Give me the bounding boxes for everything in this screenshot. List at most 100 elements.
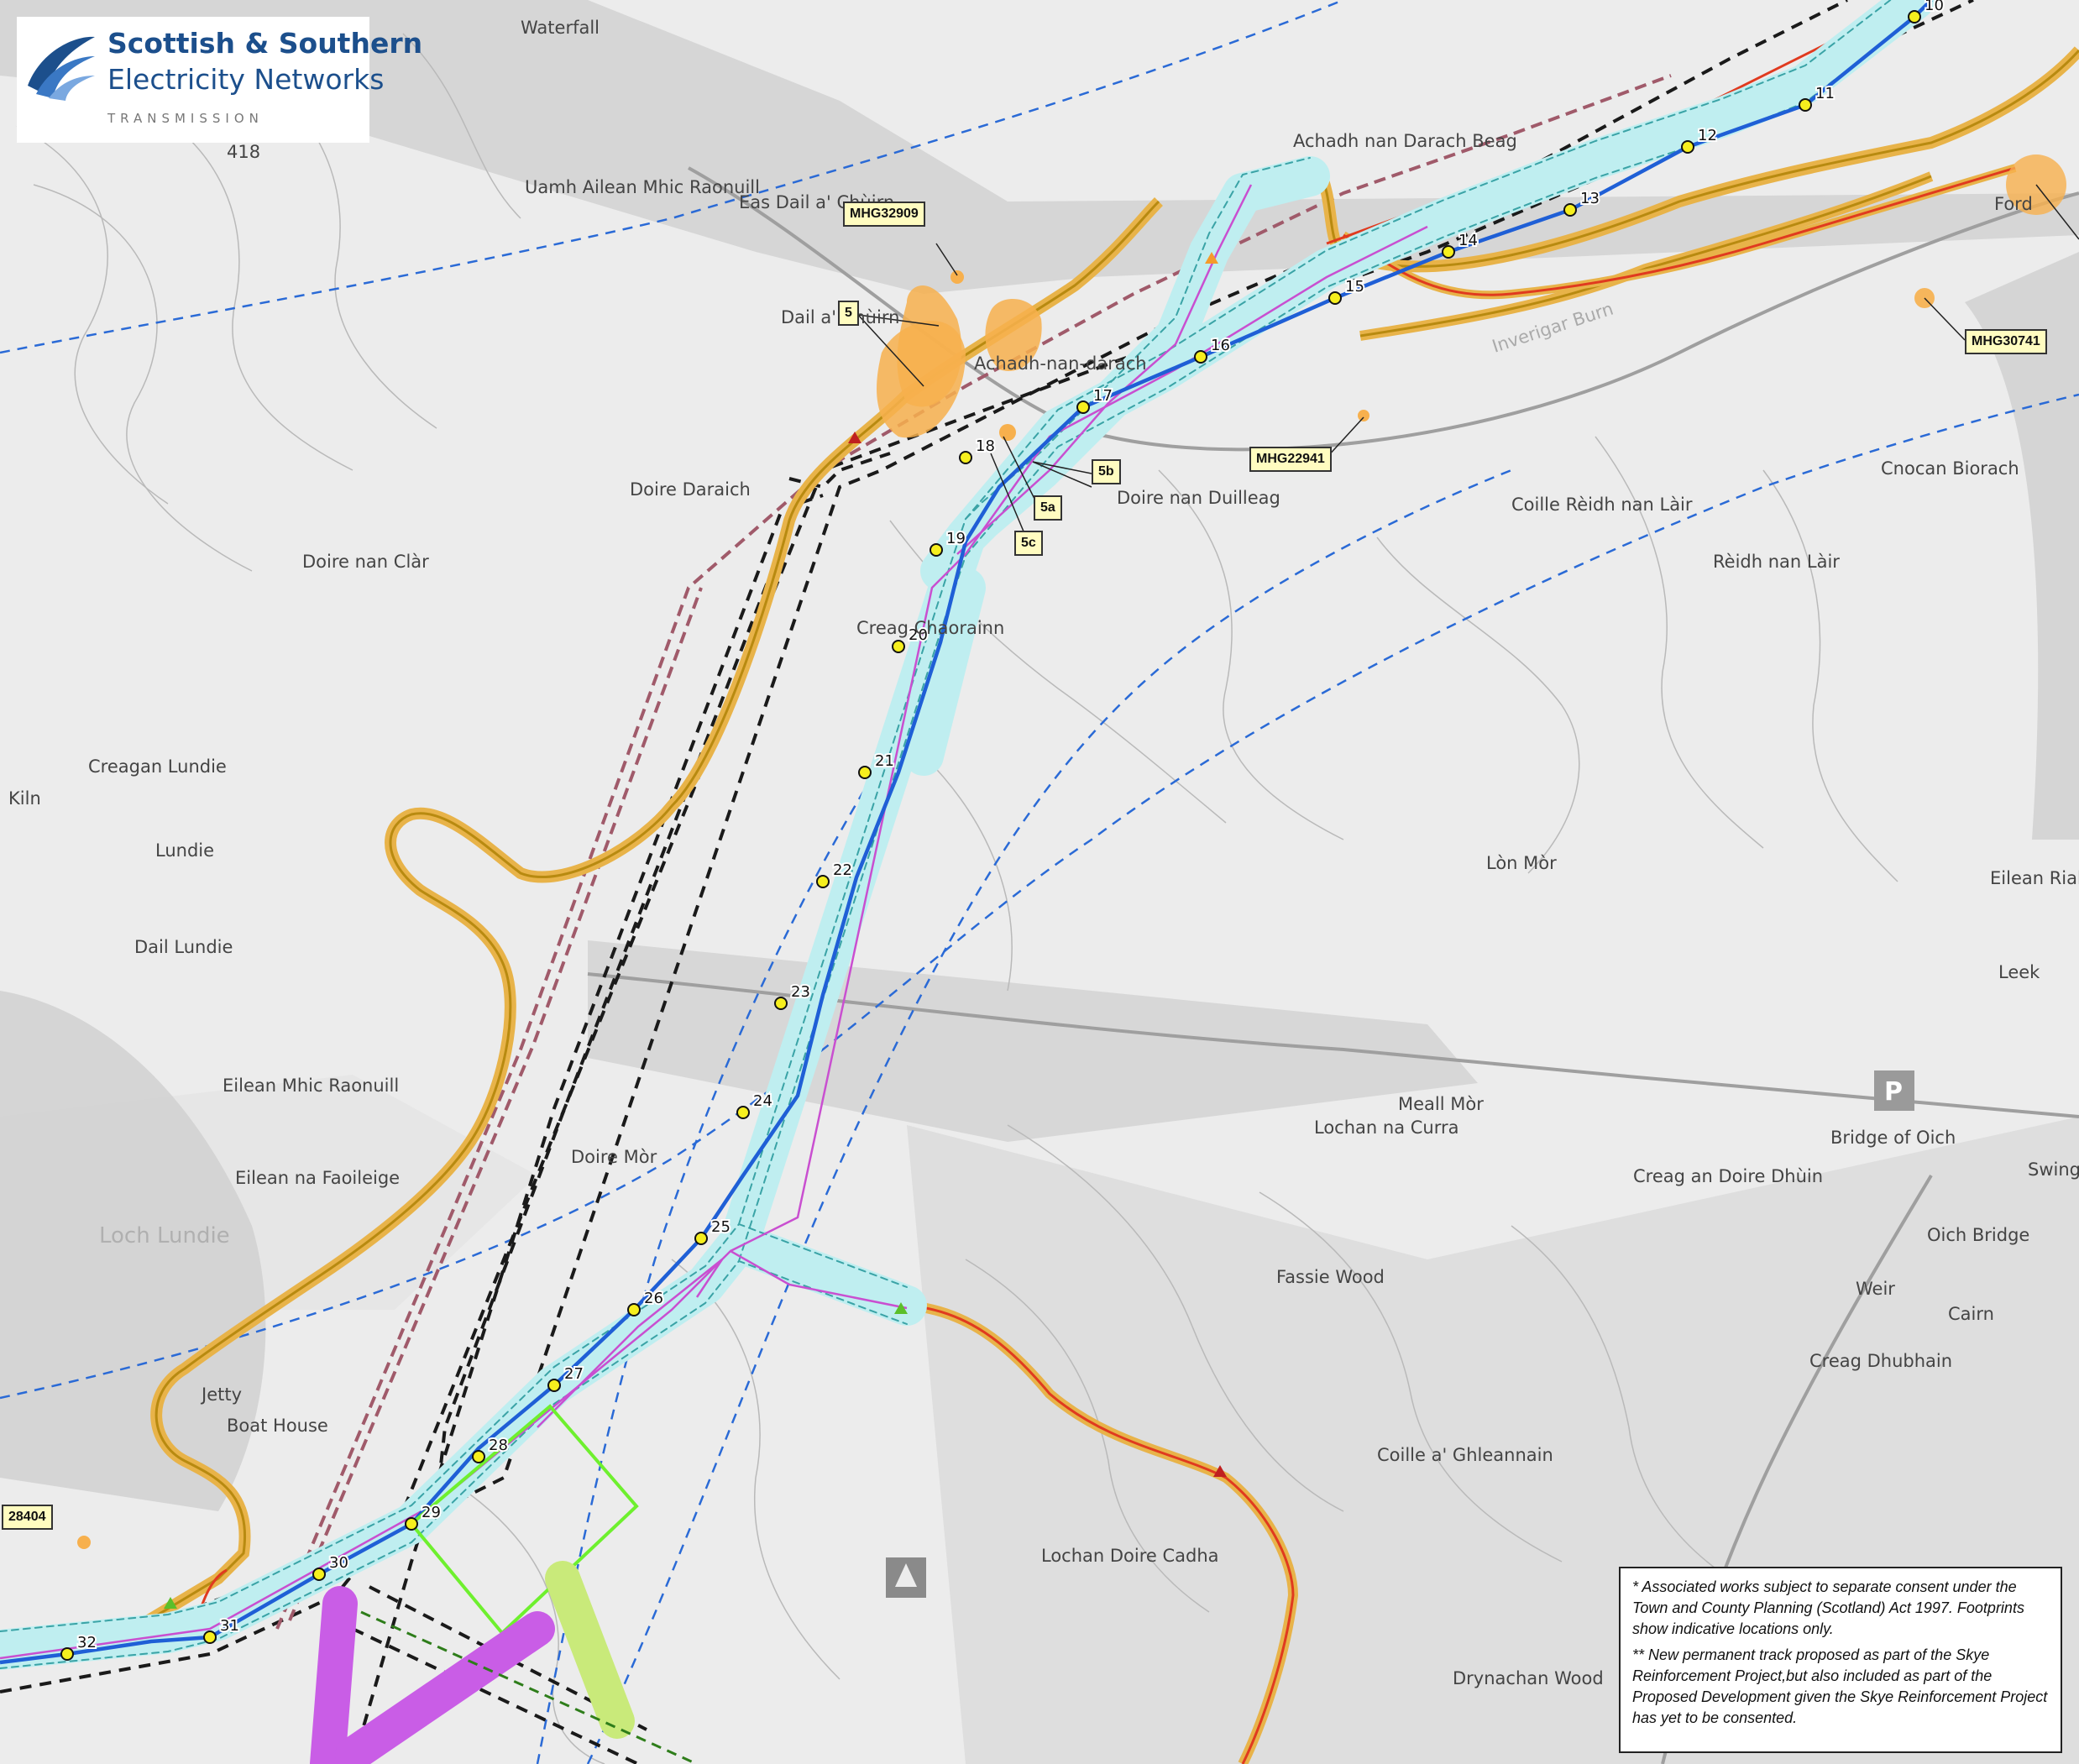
place-name: Lundie: [155, 840, 214, 861]
label-5b: 5b: [1092, 459, 1121, 484]
place-name: Creag Dhubhain: [1809, 1351, 1952, 1371]
tower-14-marker: [1442, 245, 1455, 259]
place-name: Rèidh nan Làir: [1713, 552, 1840, 572]
place-name: Bridge of Oich: [1830, 1128, 1956, 1148]
tower-12-marker: [1681, 140, 1694, 154]
tower-14-label: 14: [1458, 232, 1478, 249]
tower-13-marker: [1563, 203, 1577, 217]
tower-31-marker: [203, 1631, 217, 1644]
existing-track-dashed: [275, 74, 1672, 1630]
tower-20-label: 20: [909, 626, 928, 644]
compound-outline: [409, 1404, 639, 1636]
place-name: Uamh Ailean Mhic Raonuill: [525, 177, 760, 197]
place-name: Dail Lundie: [134, 937, 233, 957]
label-mhg30741: MHG30741: [1965, 329, 2047, 354]
place-name: Coille Rèidh nan Làir: [1511, 495, 1693, 515]
red-line: [191, 0, 2017, 1764]
tower-25-label: 25: [711, 1218, 731, 1236]
tower-15-marker: [1328, 291, 1342, 305]
place-name: Lòn Mòr: [1486, 853, 1557, 873]
tower-10-label: 10: [1925, 0, 1944, 14]
place-name: Weir: [1856, 1279, 1895, 1299]
place-name: Boat House: [227, 1416, 328, 1436]
tower-25-marker: [694, 1232, 708, 1245]
orange-triangle-icon: [1205, 252, 1218, 264]
ohl-route-line: [0, 0, 1933, 1665]
place-name: 418: [227, 142, 260, 162]
label-5c: 5c: [1014, 531, 1043, 556]
tower-21-marker: [858, 766, 872, 779]
tower-24-label: 24: [753, 1092, 772, 1110]
green-triangle-icon-2: [164, 1597, 177, 1609]
tower-13-label: 13: [1580, 190, 1600, 207]
tower-30-label: 30: [329, 1554, 348, 1572]
place-name: Waterfall: [521, 18, 600, 38]
tower-32-marker: [60, 1647, 74, 1661]
tower-29-label: 29: [422, 1504, 441, 1521]
place-name: Achadh nan Darach Beag: [1293, 131, 1517, 151]
tower-17-label: 17: [1093, 387, 1113, 405]
label-mhg22941: MHG22941: [1249, 447, 1332, 472]
label-5: 5: [838, 301, 859, 326]
tower-21-label: 21: [875, 752, 894, 770]
ssen-logo: Scottish & Southern Electricity Networks…: [17, 17, 422, 143]
place-name: Creag an Doire Dhùin: [1633, 1166, 1823, 1186]
tower-23-marker: [774, 997, 788, 1010]
place-name: Creag Chaorainn: [856, 618, 1004, 638]
tower-10-marker: [1908, 10, 1921, 24]
tower-12-label: 12: [1698, 127, 1717, 144]
place-name: Achadh-nan-darach: [974, 353, 1147, 374]
note-new-permanent-track: ** New permanent track proposed as part …: [1632, 1646, 2048, 1726]
tower-27-marker: [547, 1379, 561, 1392]
tower-24-marker: [736, 1106, 750, 1119]
tower-28-marker: [472, 1450, 485, 1463]
brand-line-3: TRANSMISSION: [107, 111, 264, 126]
place-name: Oich Bridge: [1927, 1225, 2029, 1245]
place-name: Cairn: [1948, 1304, 1994, 1324]
place-names: Meall nan Ceardan418WaterfallUamh Ailean…: [8, 18, 2079, 1688]
tower-28-label: 28: [489, 1437, 508, 1454]
place-name: Swing Bridge: [2028, 1159, 2079, 1180]
tower-32-label: 32: [77, 1634, 97, 1651]
place-name: Kiln: [8, 788, 41, 809]
place-name: Jetty: [200, 1385, 242, 1405]
tower-30-marker: [312, 1568, 326, 1581]
place-name: Doire nan Clàr: [302, 552, 429, 572]
label-mhg28404: 28404: [2, 1505, 53, 1530]
heritage-features: [77, 154, 2066, 1549]
notes-box: * Associated works subject to separate c…: [1619, 1567, 2062, 1753]
place-name: Meall Mòr: [1398, 1094, 1484, 1114]
place-name: Cnocan Biorach: [1881, 458, 2019, 479]
place-name: Coille a' Ghleannain: [1377, 1445, 1553, 1465]
place-name: Creagan Lundie: [88, 756, 227, 777]
place-name: Lochan na Curra: [1314, 1118, 1458, 1138]
tower-11-marker: [1799, 98, 1812, 112]
place-name: Fassie Wood: [1276, 1267, 1385, 1287]
red-triangle-icon-2: [1213, 1465, 1227, 1477]
tower-17-marker: [1076, 400, 1090, 414]
tower-22-label: 22: [833, 861, 852, 879]
tower-markers: 1011121314151617181920212223242526272829…: [60, 0, 1945, 1661]
tower-22-marker: [816, 875, 830, 888]
place-name: Doire Daraich: [630, 479, 751, 500]
place-name: Loch Lundie: [99, 1223, 230, 1248]
place-name: Doire nan Duilleag: [1117, 488, 1280, 508]
place-name: Lochan Doire Cadha: [1041, 1546, 1219, 1566]
svg-text:P: P: [1884, 1077, 1903, 1107]
green-triangle-icon: [894, 1302, 908, 1314]
place-name: Ford: [1994, 194, 2033, 214]
tower-31-label: 31: [220, 1617, 239, 1635]
existing-track-dashed-2: [288, 587, 703, 1621]
tower-20-marker: [892, 640, 905, 653]
tower-27-label: 27: [564, 1365, 584, 1383]
place-name: Eilean na Faoileige: [235, 1168, 400, 1188]
water-bodies: [0, 252, 2079, 1511]
tower-16-label: 16: [1211, 337, 1230, 354]
proposed-tracks: [0, 184, 1428, 1660]
note-associated-works: * Associated works subject to separate c…: [1632, 1578, 2024, 1637]
tower-23-label: 23: [791, 983, 810, 1001]
place-name: Drynachan Wood: [1453, 1668, 1604, 1688]
place-name: Leek: [1998, 962, 2040, 982]
